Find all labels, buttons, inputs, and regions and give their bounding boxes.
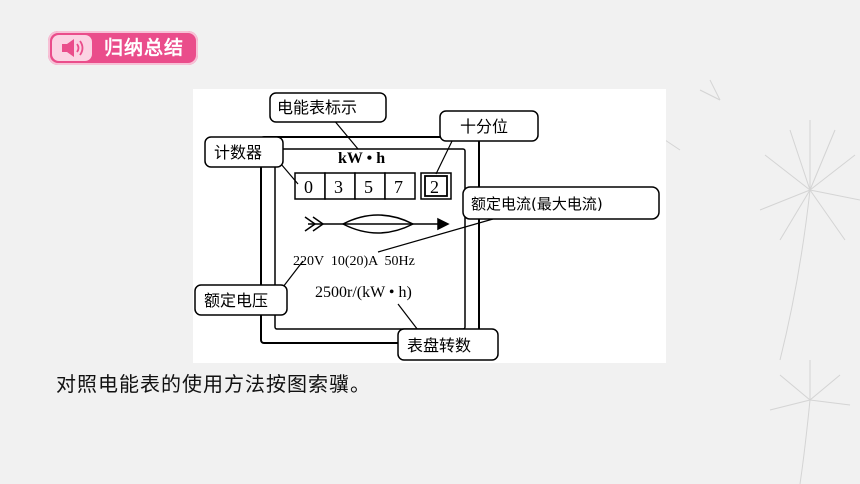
meter-inner-frame	[274, 148, 466, 330]
digit-3: 7	[394, 177, 403, 197]
callout-meter-label: 电能表标示	[269, 92, 387, 123]
section-title: 归纳总结	[104, 37, 185, 59]
digit-counter: 0 3 5 7 2	[294, 172, 452, 200]
callout-tens-digit: 十分位	[439, 110, 539, 142]
digit-2: 5	[364, 177, 373, 197]
section-header-badge: 归纳总结	[48, 31, 198, 65]
svg-text:电能表标示: 电能表标示	[277, 98, 357, 117]
specs-label: 220V 10(20)A 50Hz	[293, 254, 415, 269]
digit-4: 2	[430, 177, 439, 197]
svg-text:额定电流(最大电流): 额定电流(最大电流)	[471, 195, 603, 213]
callout-revolutions: 表盘转数	[397, 328, 499, 361]
meter-outer-frame	[260, 136, 480, 344]
callout-counter: 计数器	[204, 136, 284, 168]
digit-0: 0	[304, 177, 313, 197]
svg-text:表盘转数: 表盘转数	[407, 336, 471, 355]
svg-text:额定电压: 额定电压	[204, 291, 268, 310]
callout-rated-voltage: 额定电压	[194, 284, 288, 316]
svg-text:计数器: 计数器	[214, 143, 262, 162]
pointer-lines	[280, 118, 494, 335]
rev-rate-label: 2500r/(kW • h)	[315, 284, 412, 301]
digit-1: 3	[334, 177, 343, 197]
electric-meter-diagram: kW • h 0 3 5 7 2 220V 10(20)A 50Hz 2500r…	[193, 89, 666, 363]
disc-indicator	[304, 214, 450, 234]
caption-text: 对照电能表的使用方法按图索骥。	[56, 372, 371, 396]
unit-label: kW • h	[338, 150, 385, 167]
callout-rated-current: 额定电流(最大电流)	[462, 186, 660, 220]
speaker-icon	[52, 35, 92, 61]
dandelion-decoration	[664, 79, 860, 484]
svg-text:十分位: 十分位	[460, 117, 508, 136]
